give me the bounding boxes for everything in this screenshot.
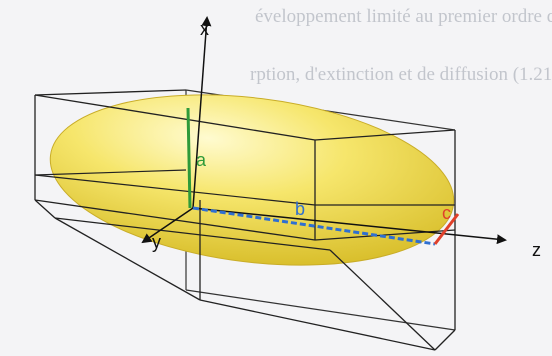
semi-axis-a-label: a — [196, 150, 207, 170]
background-text-line-1: éveloppement limité au premier ordre de … — [255, 6, 552, 27]
z-axis-line — [192, 207, 507, 245]
coordinate-axes — [141, 16, 507, 245]
x-axis-line — [192, 16, 212, 209]
semi-axis-c-segment — [433, 213, 460, 245]
z-axis-label: z — [532, 240, 541, 260]
semi-axis-c-label: c — [442, 203, 451, 223]
semi-axis-b-segment — [192, 206, 436, 246]
semi-axis-b-label: b — [295, 199, 305, 219]
x-axis-label: x — [200, 19, 209, 39]
semi-axis-a-segment — [186, 107, 192, 209]
section-lines — [34, 169, 455, 206]
bounding-box-front — [34, 89, 456, 351]
y-axis-line — [141, 207, 194, 244]
background-text-line-2: rption, d'extinction et de diffusion (1.… — [250, 64, 552, 85]
y-axis-label: y — [152, 232, 161, 252]
